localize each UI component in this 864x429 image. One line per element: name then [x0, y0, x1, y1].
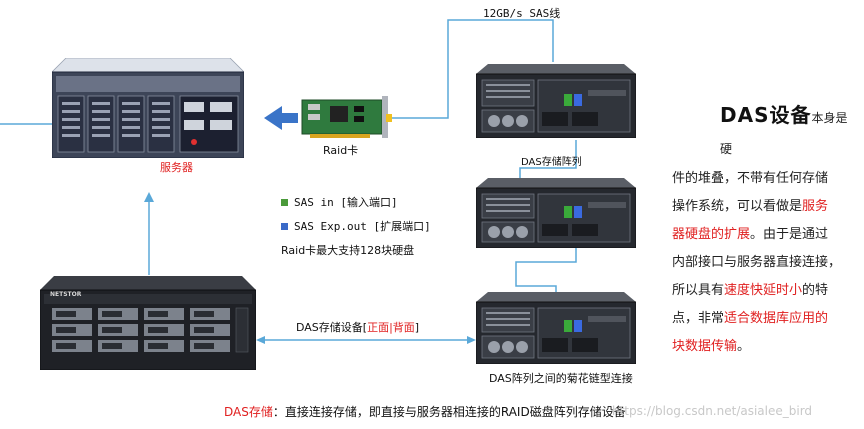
legend-sas-in: SAS in [输入端口]	[281, 194, 398, 210]
desc-line4-post: 。由于是通过	[750, 227, 829, 242]
desc-title: DAS设备	[720, 103, 812, 127]
desc-line1-tail: 本身是硬	[720, 111, 848, 156]
desc-line8-post: 。	[737, 339, 751, 354]
desc-line6-pre: 所以具有	[672, 283, 725, 298]
desc-line-2: 件的堆叠，不带有任何存储	[672, 171, 829, 186]
server-label: 服务器	[160, 161, 193, 174]
enclosure-to-server-arrowhead	[144, 192, 154, 202]
desc-line-7: 点，非常适合数据库应用的	[672, 305, 852, 333]
legend-sas-out: SAS Exp.out [扩展端口]	[281, 218, 431, 234]
legend-sas-out-text: SAS Exp.out [扩展端口]	[294, 220, 431, 233]
desc-line6-red: 速度快延时小	[724, 283, 803, 298]
desc-line-6: 所以具有速度快延时小的特	[672, 277, 852, 305]
desc-line4-red: 器硬盘的扩展	[672, 227, 751, 242]
das-device-prefix: DAS存储设备[	[296, 321, 368, 334]
raid-card-image	[301, 96, 392, 138]
server-image	[52, 58, 244, 158]
enclosure-das-arrow-left	[256, 336, 265, 344]
desc-line7-pre: 点，非常	[672, 311, 725, 326]
das-enclosure-image	[40, 276, 256, 370]
enclosure-das-arrow-right	[467, 336, 476, 344]
desc-line-5: 内部接口与服务器直接连接，	[672, 255, 842, 270]
desc-line-3: 操作系统，可以看做是服务	[672, 193, 852, 221]
das-description: DAS设备本身是硬 件的堆叠，不带有任何存储 操作系统，可以看做是服务 器硬盘的…	[672, 100, 852, 361]
das-device-label: DAS存储设备[正面|背面]	[296, 319, 419, 335]
watermark-text: https://blog.csdn.net/asialee_bird	[612, 404, 813, 418]
sas-cable-label: 12GB/s SAS线	[483, 7, 561, 20]
das-unit-1	[476, 64, 636, 138]
raid-card-label: Raid卡	[323, 144, 359, 157]
desc-line8-red: 块数据传输	[672, 339, 738, 354]
daisy-chain-label: DAS阵列之间的菊花链型连接	[489, 372, 633, 385]
daisy-chain-1-2	[519, 140, 577, 178]
footer-definition-text: ：直接连接存储，即直接与服务器相连接的RAID磁盘阵列存储设备	[272, 405, 626, 419]
das-unit-2	[476, 178, 636, 248]
blue-square-icon	[281, 222, 288, 230]
desc-line6-post: 的特	[802, 283, 829, 298]
desc-line3-pre: 操作系统，可以看做是	[672, 199, 803, 214]
sas-cable-line	[388, 19, 554, 119]
desc-line3-red: 服务	[802, 199, 829, 214]
raid-to-server-arrow	[264, 106, 298, 130]
legend-sas-in-text: SAS in [输入端口]	[294, 196, 398, 209]
desc-line-4: 器硬盘的扩展。由于是通过	[672, 221, 852, 249]
legend-raid-max: Raid卡最大支持128块硬盘	[281, 244, 415, 257]
desc-line-1: DAS设备本身是硬	[672, 100, 852, 165]
enclosure-brand-label: NETSTOR	[50, 291, 82, 298]
das-device-front-back: 正面|背面	[367, 321, 415, 334]
green-square-icon	[281, 198, 288, 206]
footer-definition: DAS存储：直接连接存储，即直接与服务器相连接的RAID磁盘阵列存储设备	[224, 403, 626, 420]
das-unit-3	[476, 292, 636, 364]
das-device-suffix: ]	[414, 321, 420, 334]
footer-term: DAS存储	[224, 405, 273, 419]
desc-line-8: 块数据传输。	[672, 333, 852, 361]
daisy-chain-2-3	[515, 246, 577, 294]
das-array-label: DAS存储阵列	[521, 157, 582, 168]
desc-line7-red: 适合数据库应用的	[724, 311, 829, 326]
